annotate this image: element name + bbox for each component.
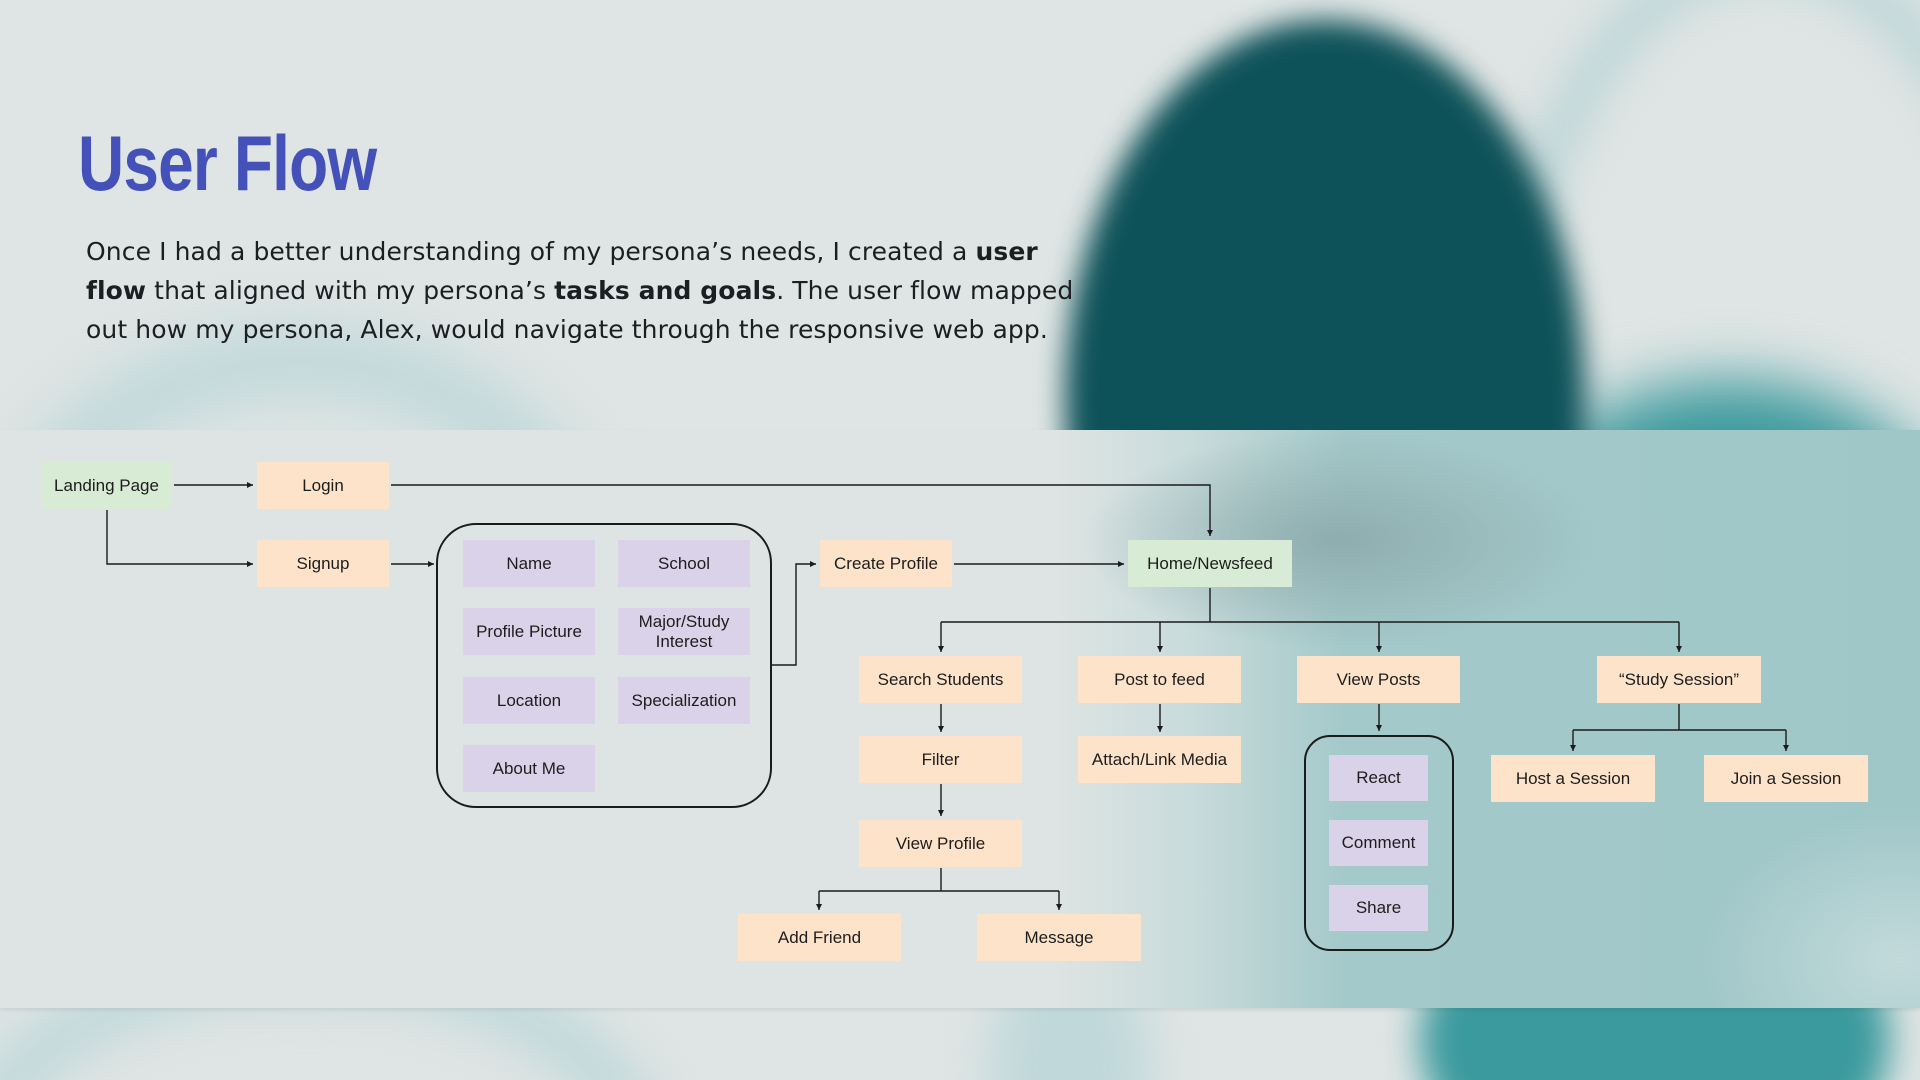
node-landing-page: Landing Page (41, 462, 172, 509)
action-comment: Comment (1329, 820, 1428, 866)
node-add-friend: Add Friend (738, 914, 901, 961)
post-actions-group (1304, 735, 1454, 951)
node-post-to-feed: Post to feed (1078, 656, 1241, 703)
node-view-posts: View Posts (1297, 656, 1460, 703)
action-react: React (1329, 755, 1428, 801)
node-view-profile: View Profile (859, 820, 1022, 867)
node-create-profile: Create Profile (820, 540, 952, 587)
edge-fields-createprofile (772, 561, 816, 666)
action-share: Share (1329, 885, 1428, 931)
edge-home-branches (941, 588, 1679, 623)
node-attach-link-media: Attach/Link Media (1078, 736, 1241, 783)
edge-study-branches (1573, 704, 1786, 731)
connector-lines (106, 482, 1789, 910)
intro-text-3: . The user flow mapped out how my person… (86, 276, 1074, 344)
node-study-session: “Study Session” (1597, 656, 1761, 703)
node-login: Login (257, 462, 389, 509)
field-name: Name (463, 540, 595, 587)
node-search-students: Search Students (859, 656, 1022, 703)
intro-text-2: that aligned with my persona’s (146, 276, 555, 305)
node-signup: Signup (257, 540, 389, 587)
panel-highlight (1700, 810, 1920, 1008)
field-about-me: About Me (463, 745, 595, 792)
node-host-session: Host a Session (1491, 755, 1655, 802)
edge-viewprofile-branches (819, 868, 1059, 892)
field-location: Location (463, 677, 595, 724)
intro-paragraph: Once I had a better understanding of my … (86, 232, 1086, 349)
node-message: Message (977, 914, 1141, 961)
field-profile-picture: Profile Picture (463, 608, 595, 655)
user-flow-diagram: Landing Page Login Signup Name School Pr… (0, 430, 1920, 1008)
intro-bold-1: user flow (86, 237, 1038, 305)
edge-login-home (391, 484, 1213, 536)
edge-landing-signup (106, 510, 253, 567)
field-major-study-interest: Major/Study Interest (618, 608, 750, 655)
intro-bold-2: tasks and goals (554, 276, 777, 305)
intro-text-1: Once I had a better understanding of my … (86, 237, 976, 266)
node-join-session: Join a Session (1704, 755, 1868, 802)
page-title: User Flow (78, 119, 377, 207)
field-specialization: Specialization (618, 677, 750, 724)
signup-fields-group (436, 523, 772, 808)
node-filter: Filter (859, 736, 1022, 783)
field-school: School (618, 540, 750, 587)
node-home-newsfeed: Home/Newsfeed (1128, 540, 1292, 587)
